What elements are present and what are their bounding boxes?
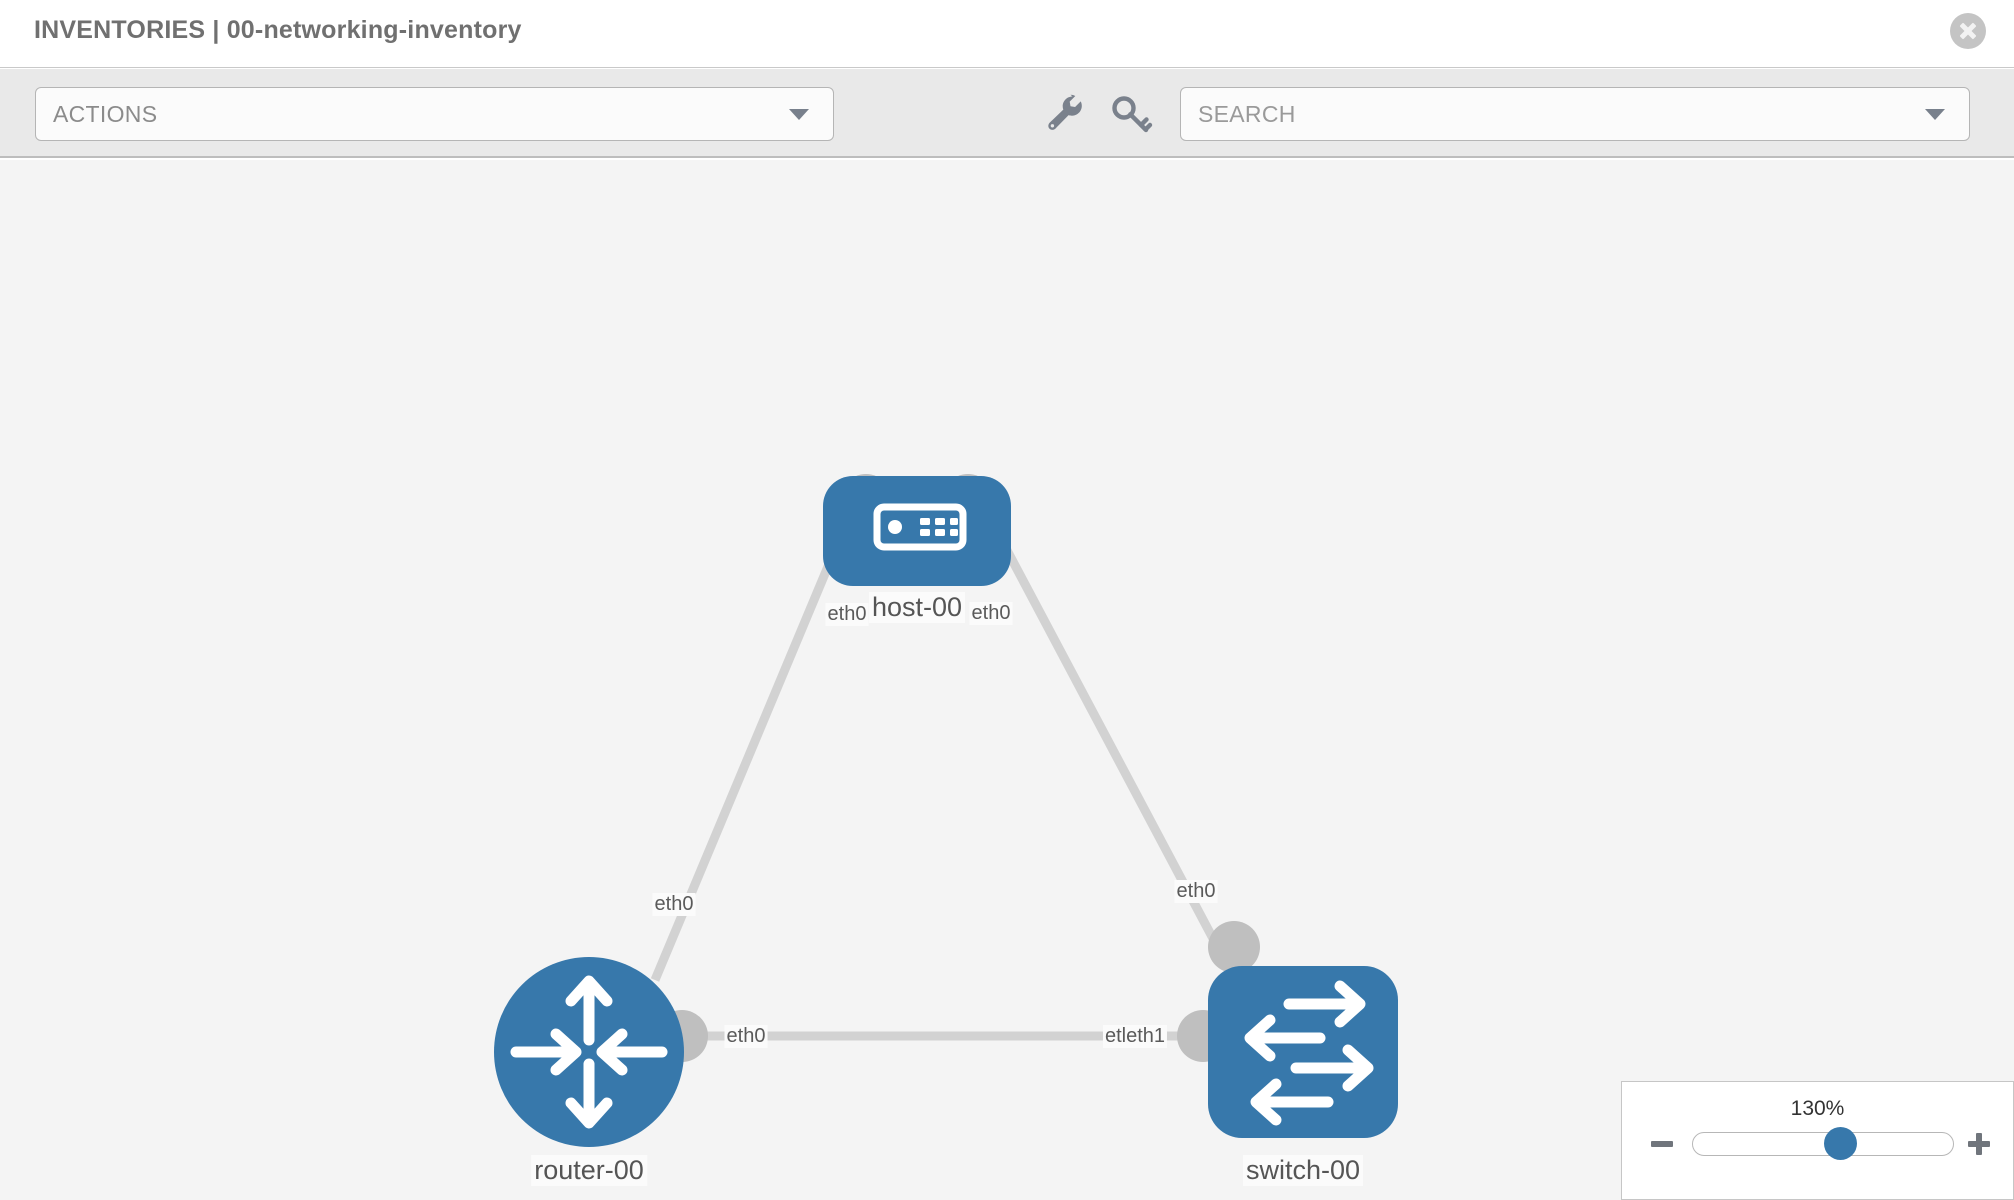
iface-label-router-right: eth0 xyxy=(724,1025,768,1048)
page-title: INVENTORIES | 00-networking-inventory xyxy=(34,16,522,44)
iface-label-switch-left: etleth1 xyxy=(1102,1025,1168,1048)
iface-label-host-left: eth0 xyxy=(825,603,869,626)
node-label-router-00[interactable]: router-00 xyxy=(531,1155,647,1186)
plus-icon[interactable] xyxy=(1965,1130,1993,1158)
chevron-down-icon[interactable] xyxy=(1925,109,1945,120)
actions-dropdown-label: ACTIONS xyxy=(53,101,158,127)
actions-dropdown[interactable]: ACTIONS xyxy=(35,87,834,141)
toolbar: ACTIONS SEARCH xyxy=(0,69,2014,158)
key-icon[interactable] xyxy=(1108,91,1154,137)
node-router-00 xyxy=(494,957,684,1147)
wrench-icon[interactable] xyxy=(1040,91,1086,137)
iface-label-switch-up: eth0 xyxy=(1174,880,1218,903)
chevron-down-icon xyxy=(789,109,809,120)
topology-canvas[interactable]: eth0 eth0 eth0 eth0 eth0 etleth1 host-00… xyxy=(0,160,2014,1200)
link-host-switch xyxy=(971,487,1239,983)
minus-icon-bar xyxy=(1651,1141,1673,1147)
zoom-level-label: 130% xyxy=(1790,1097,1845,1120)
plus-icon-bar-v xyxy=(1976,1133,1982,1155)
node-label-host-00[interactable]: host-00 xyxy=(868,592,966,623)
minus-icon[interactable] xyxy=(1648,1130,1676,1158)
topology-graph xyxy=(494,474,1398,1147)
connector-switch-top xyxy=(1208,921,1260,973)
node-host-00 xyxy=(823,476,1011,586)
search-input[interactable]: SEARCH xyxy=(1180,87,1970,141)
search-input-placeholder: SEARCH xyxy=(1198,101,1296,127)
zoom-slider-handle[interactable] xyxy=(1824,1127,1858,1160)
server-icon xyxy=(873,503,967,551)
iface-label-router-up: eth0 xyxy=(652,893,696,916)
zoom-slider[interactable] xyxy=(1692,1127,1954,1160)
router-arrows-icon xyxy=(510,975,668,1129)
node-label-switch-00[interactable]: switch-00 xyxy=(1242,1155,1364,1186)
zoom-control-panel: 130% xyxy=(1621,1081,2014,1200)
node-switch-00 xyxy=(1208,966,1398,1138)
close-icon[interactable] xyxy=(1950,13,1986,49)
page-header: INVENTORIES | 00-networking-inventory xyxy=(0,0,2014,68)
iface-label-host-right: eth0 xyxy=(969,602,1013,625)
switch-arrows-icon xyxy=(1244,980,1374,1126)
